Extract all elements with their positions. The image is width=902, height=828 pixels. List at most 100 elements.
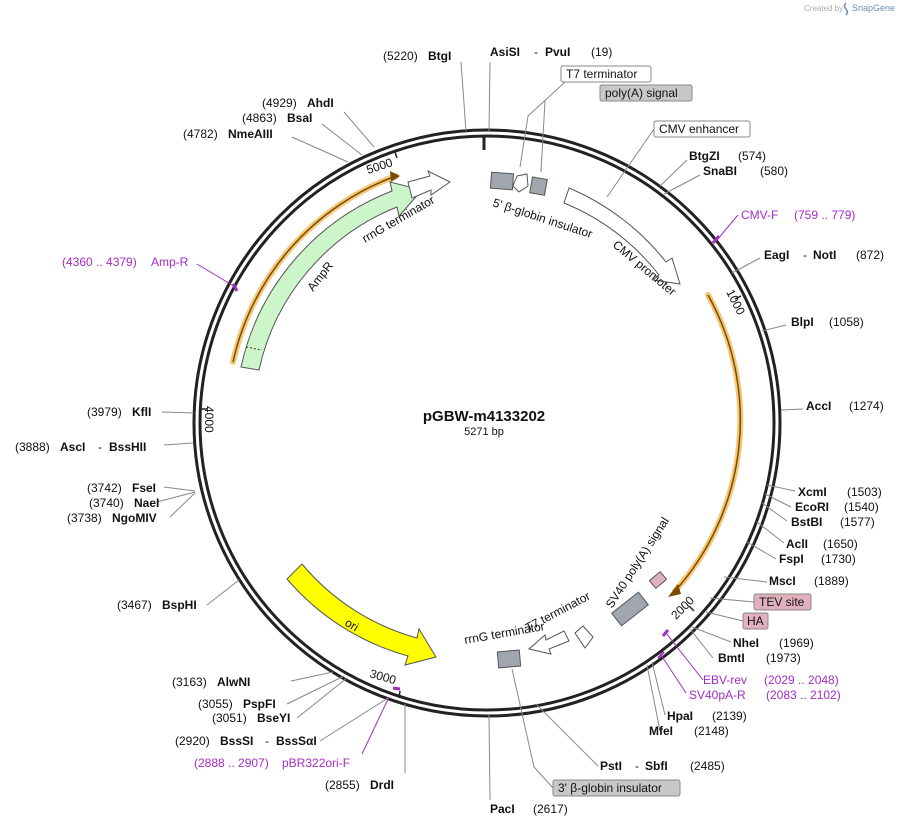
t7-terminator-arrow-bottom[interactable] xyxy=(574,625,594,649)
enzyme-site-ecori[interactable]: EcoRI (1540) xyxy=(795,500,879,514)
enzyme-site-ngomiv[interactable]: (3738) NgoMIV xyxy=(67,511,157,525)
svg-text:AclI: AclI xyxy=(786,537,808,551)
enzyme-site-bsai[interactable]: (4863) BsaI xyxy=(242,111,312,125)
tick-2000 xyxy=(688,605,695,612)
svg-text:(3979): (3979) xyxy=(87,405,122,419)
svg-text:(1730): (1730) xyxy=(821,552,856,566)
sv40-polya-signal-box[interactable] xyxy=(610,591,650,627)
svg-text:(574): (574) xyxy=(738,149,766,163)
boxed-label-t7-terminator[interactable]: T7 terminator xyxy=(560,65,652,83)
svg-text:NaeI: NaeI xyxy=(134,496,159,510)
enzyme-site-nmeaiii[interactable]: (4782) NmeAIII xyxy=(183,127,273,141)
beta-globin-insulator-3-box[interactable] xyxy=(496,649,522,669)
enzyme-site-psti-sbfi[interactable]: PstI - SbfI (2485) xyxy=(600,759,725,773)
svg-text:(2888 .. 2907): (2888 .. 2907) xyxy=(194,756,269,770)
rrnG-terminator-arrow-bottom[interactable] xyxy=(527,630,570,655)
enzyme-site-bsphi[interactable]: (3467) BspHI xyxy=(117,598,197,612)
polya-signal-box[interactable] xyxy=(529,176,548,196)
tick-label-4000: 4000 xyxy=(202,406,216,433)
enzyme-site-asci-bsshii[interactable]: (3888) AscI - BssHII xyxy=(15,440,146,454)
enzyme-site-mfei[interactable]: MfeI (2148) xyxy=(649,724,729,738)
primer-sv40pa-r[interactable]: SV40pA-R (2083 .. 2102) xyxy=(689,688,841,702)
enzyme-site-acci[interactable]: AccI (1274) xyxy=(806,399,884,413)
primer-ebv-rev[interactable]: EBV-rev (2029 .. 2048) xyxy=(703,673,839,687)
svg-text:(4929): (4929) xyxy=(262,96,297,110)
enzyme-site-ahdi[interactable]: (4929) AhdI xyxy=(262,96,334,110)
svg-text:BtgZI: BtgZI xyxy=(689,149,720,163)
svg-text:(3055): (3055) xyxy=(198,697,233,711)
enzyme-site-xcmi[interactable]: XcmI (1503) xyxy=(798,485,882,499)
enzyme-site-asisi-pvui[interactable]: AsiSI - PvuI (19) xyxy=(490,45,612,59)
svg-text:AhdI: AhdI xyxy=(307,96,334,110)
svg-text:FspI: FspI xyxy=(779,552,804,566)
enzyme-site-acli[interactable]: AclI (1650) xyxy=(786,537,858,551)
svg-text:AccI: AccI xyxy=(806,399,831,413)
tev-site-marker[interactable] xyxy=(648,570,668,590)
svg-text:(580): (580) xyxy=(760,164,788,178)
primer-pbr322ori-f[interactable]: (2888 .. 2907) pBR322ori-F xyxy=(194,756,350,770)
svg-text:AlwNI: AlwNI xyxy=(217,675,250,689)
boxed-label-3-beta-globin[interactable]: 3' β-globin insulator xyxy=(552,779,681,797)
enzyme-site-msci[interactable]: MscI (1889) xyxy=(769,574,849,588)
enzyme-site-bstbi[interactable]: BstBI (1577) xyxy=(791,515,875,529)
boxed-label-polya-signal[interactable]: poly(A) signal xyxy=(599,84,693,102)
enzyme-site-bsssi-bsssai[interactable]: (2920) BssSI - BssSαI xyxy=(175,734,317,748)
svg-text:3' β-globin insulator: 3' β-globin insulator xyxy=(558,781,662,795)
svg-text:-: - xyxy=(98,440,102,454)
boxed-label-cmv-enhancer[interactable]: CMV enhancer xyxy=(653,120,751,138)
svg-text:(1969): (1969) xyxy=(779,636,814,650)
enzyme-site-kfli[interactable]: (3979) KflI xyxy=(87,405,151,419)
beta-globin-insulator-5-box[interactable] xyxy=(489,171,515,191)
cmv-promoter-arrow[interactable] xyxy=(563,187,681,285)
svg-text:BsaI: BsaI xyxy=(287,111,312,125)
enzyme-site-btgzi[interactable]: BtgZI (574) xyxy=(689,149,766,163)
svg-text:AsiSI: AsiSI xyxy=(490,45,520,59)
boxed-label-tev-site[interactable]: TEV site xyxy=(753,593,812,611)
enzyme-site-snabi[interactable]: SnaBI (580) xyxy=(703,164,788,178)
primer-cmv-f[interactable]: CMV-F (759 .. 779) xyxy=(741,208,855,222)
enzyme-site-paci[interactable]: PacI (2617) xyxy=(490,802,568,816)
svg-text:KflI: KflI xyxy=(132,405,151,419)
enzyme-site-nhei[interactable]: NheI (1969) xyxy=(733,636,814,650)
svg-text:T7 terminator: T7 terminator xyxy=(566,67,637,81)
enzyme-site-pspfi[interactable]: (3055) PspFI xyxy=(198,697,276,711)
svg-text:CMV-F: CMV-F xyxy=(741,208,778,222)
svg-text:(2920): (2920) xyxy=(175,734,210,748)
enzyme-site-fsei[interactable]: (3742) FseI xyxy=(87,481,156,495)
svg-text:PstI: PstI xyxy=(600,759,622,773)
enzyme-site-eagi-noti[interactable]: EagI - NotI (872) xyxy=(764,248,884,262)
tick-label-3000: 3000 xyxy=(368,666,398,687)
enzyme-site-fspi[interactable]: FspI (1730) xyxy=(779,552,856,566)
enzyme-leader-lines xyxy=(156,61,804,801)
plasmid-name: pGBW-m4133202 xyxy=(423,408,545,425)
enzyme-site-alwni[interactable]: (3163) AlwNI xyxy=(172,675,250,689)
svg-text:(2029 .. 2048): (2029 .. 2048) xyxy=(764,673,839,687)
svg-text:NgoMIV: NgoMIV xyxy=(112,511,157,525)
svg-text:(2083 .. 2102): (2083 .. 2102) xyxy=(766,688,841,702)
primer-markers xyxy=(196,214,739,755)
enzyme-site-naei[interactable]: (3740) NaeI xyxy=(89,496,159,510)
svg-text:(3888): (3888) xyxy=(15,440,50,454)
enzyme-site-blpi[interactable]: BlpI (1058) xyxy=(791,315,864,329)
primer-amp-r[interactable]: (4360 .. 4379) Amp-R xyxy=(62,255,189,269)
svg-text:EcoRI: EcoRI xyxy=(795,500,829,514)
svg-text:(5220): (5220) xyxy=(383,49,418,63)
svg-text:(2855): (2855) xyxy=(325,778,360,792)
enzyme-site-btgi[interactable]: (5220) BtgI xyxy=(383,49,451,63)
svg-text:(1650): (1650) xyxy=(823,537,858,551)
enzyme-site-bmti[interactable]: BmtI (1973) xyxy=(718,651,801,665)
enzyme-site-bseyi[interactable]: (3051) BseYI xyxy=(212,711,290,725)
ori-feature-arrow[interactable] xyxy=(286,563,437,666)
svg-text:(3738): (3738) xyxy=(67,511,102,525)
svg-text:(2139): (2139) xyxy=(712,709,747,723)
enzyme-site-drdi[interactable]: (2855) DrdI xyxy=(325,778,394,792)
rrnG-terminator-arrow-top[interactable] xyxy=(407,169,451,199)
svg-text:BspHI: BspHI xyxy=(162,598,197,612)
svg-text:(1274): (1274) xyxy=(849,399,884,413)
svg-text:(3163): (3163) xyxy=(172,675,207,689)
svg-text:PspFI: PspFI xyxy=(243,697,276,711)
snapgene-brand-text: SnapGene xyxy=(852,3,895,13)
enzyme-site-hpai[interactable]: HpaI (2139) xyxy=(667,709,747,723)
boxed-label-ha[interactable]: HA xyxy=(742,612,769,630)
t7-terminator-arrow-top[interactable] xyxy=(512,173,529,193)
